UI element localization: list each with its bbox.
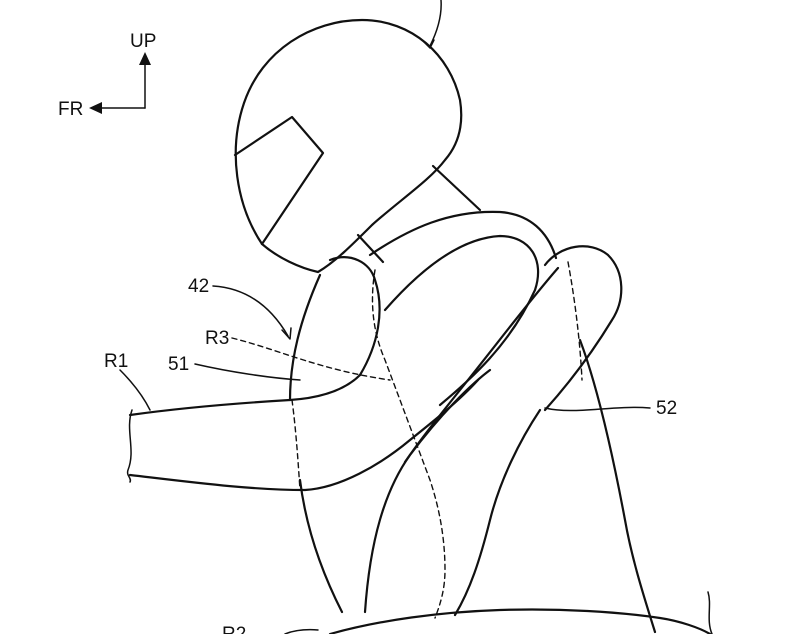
direction-indicator: UP FR xyxy=(58,31,156,120)
rear-body-curve xyxy=(403,266,560,464)
seat-right-edge xyxy=(707,591,713,634)
up-arrow-head xyxy=(139,52,151,65)
label-r2: R2 xyxy=(222,624,246,634)
neck xyxy=(356,164,482,264)
dashed-arm-left xyxy=(291,399,301,491)
leader-52 xyxy=(544,406,651,412)
leader-r1 xyxy=(119,369,151,411)
hidden-lines xyxy=(231,261,583,619)
front-airbag-outline xyxy=(328,256,381,377)
label-42: 42 xyxy=(188,276,209,297)
helmet xyxy=(233,0,463,274)
label-r1: R1 xyxy=(104,351,128,372)
front-arrow-head xyxy=(89,102,102,114)
r2-leader xyxy=(284,628,319,634)
front-edge xyxy=(288,273,322,402)
leader-51 xyxy=(194,363,301,381)
arm-upper-edge xyxy=(128,373,362,417)
helmet-visor xyxy=(233,115,325,246)
helmet-pointer-arrow xyxy=(429,0,442,47)
leader-42 xyxy=(212,285,289,337)
seat-line xyxy=(328,608,712,634)
dashed-inner-rear xyxy=(567,261,583,381)
leader-42-head xyxy=(281,327,292,340)
torso xyxy=(288,210,657,634)
rear-airbag-outline xyxy=(543,245,623,412)
airbag-lower-curve xyxy=(363,368,492,614)
shoulder-line xyxy=(368,210,558,260)
reference-labels: 42 R3 R1 51 52 R2 xyxy=(104,276,677,634)
neck-back-line xyxy=(431,164,482,212)
label-52: 52 xyxy=(656,398,677,419)
front-label: FR xyxy=(58,99,83,120)
neck-front-line xyxy=(356,233,385,264)
dashed-r3-leader xyxy=(231,337,391,381)
rear-airbag xyxy=(403,245,623,617)
helmet-pointer-arrow-head xyxy=(423,39,435,49)
rear-airbag-inner xyxy=(453,408,542,617)
helmet-shell xyxy=(234,18,463,274)
seat xyxy=(284,591,713,634)
airbag-upper-loop xyxy=(383,234,540,407)
label-r3: R3 xyxy=(205,328,229,349)
dashed-inner-front xyxy=(371,269,446,619)
label-51: 51 xyxy=(168,354,189,375)
arm-cut-line xyxy=(126,409,133,483)
chest-line xyxy=(298,478,344,614)
back-line xyxy=(578,338,657,634)
leader-lines xyxy=(119,285,651,412)
up-label: UP xyxy=(130,31,156,52)
